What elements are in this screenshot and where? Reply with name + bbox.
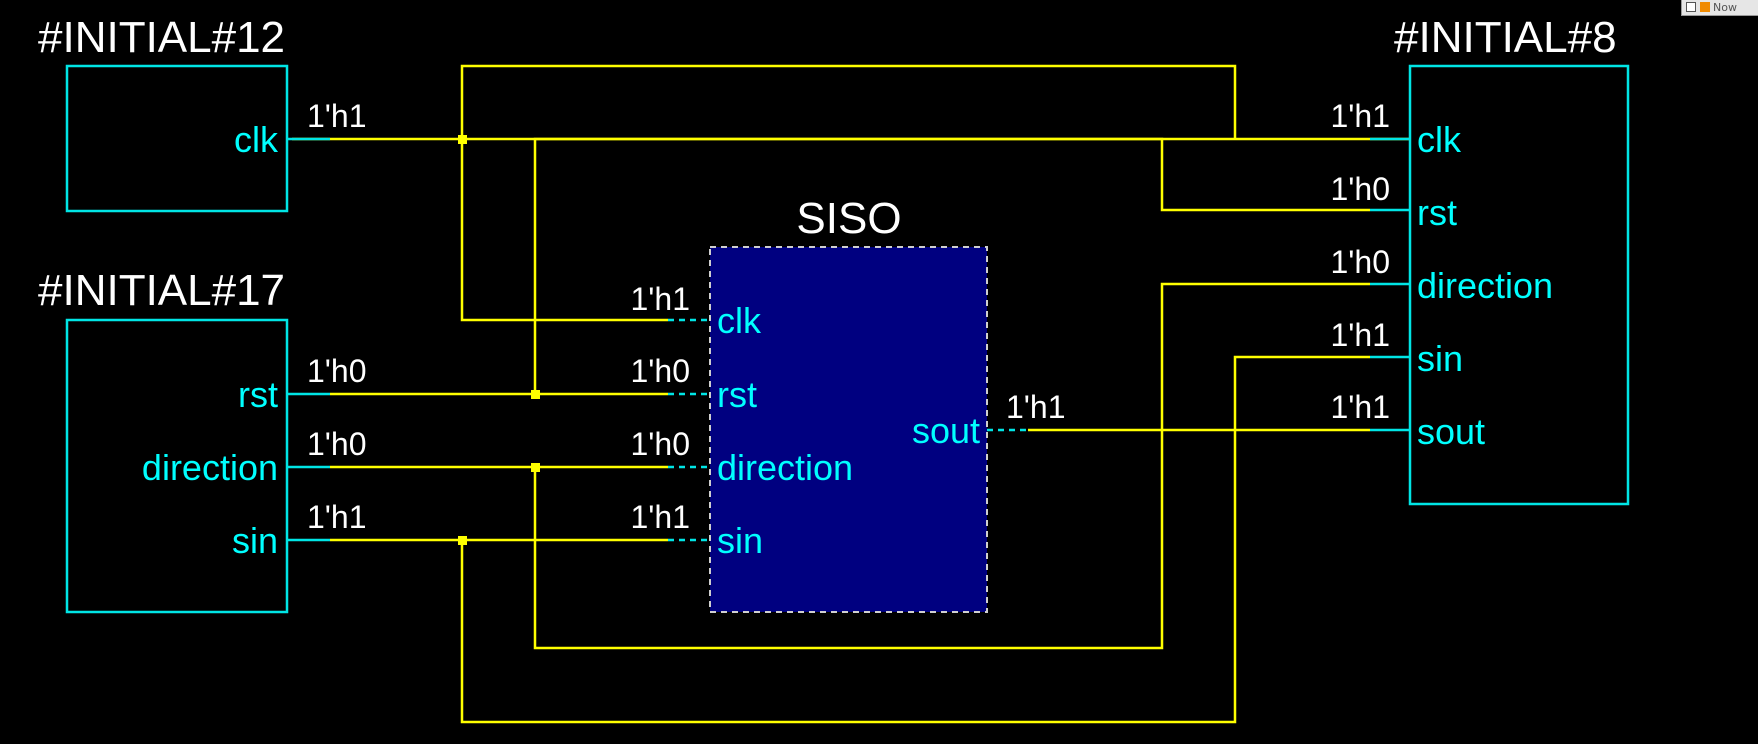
- port-i8-clk-label: clk: [1417, 119, 1462, 160]
- value-siso-rst: 1'h0: [631, 353, 691, 389]
- mini-toolbar: Now: [1681, 0, 1758, 16]
- wire-rst[interactable]: [330, 137, 1370, 396]
- port-i8-sout-label: sout: [1417, 411, 1485, 452]
- value-siso-sin: 1'h1: [631, 499, 691, 535]
- block-siso-body[interactable]: [709, 246, 988, 613]
- port-siso-clk-label: clk: [717, 300, 762, 341]
- value-siso-clk: 1'h1: [631, 281, 691, 317]
- port-siso-sin-label: sin: [717, 520, 763, 561]
- junction-dot: [531, 463, 540, 472]
- value-clk: 1'h1: [307, 98, 367, 134]
- value-i8-clk: 1'h1: [1331, 98, 1391, 134]
- wire-direction[interactable]: [330, 282, 1370, 650]
- wires: [292, 64, 1410, 724]
- value-siso-direction: 1'h0: [631, 426, 691, 462]
- junctions: [458, 135, 540, 545]
- port-siso-direction-label: direction: [717, 447, 853, 488]
- value-direction: 1'h0: [307, 426, 367, 462]
- value-sin: 1'h1: [307, 499, 367, 535]
- block-initial8-title: #INITIAL#8: [1394, 13, 1617, 62]
- block-initial12[interactable]: #INITIAL#12 clk 1'h1: [38, 13, 367, 213]
- value-i8-sout: 1'h1: [1331, 389, 1391, 425]
- orange-square-icon[interactable]: [1700, 2, 1710, 12]
- port-sin-label: sin: [232, 520, 278, 561]
- block-initial8[interactable]: #INITIAL#8 1'h1 clk 1'h0 rst 1'h0 direct…: [1331, 13, 1630, 506]
- wire-sin[interactable]: [330, 355, 1370, 724]
- junction-dot: [531, 390, 540, 399]
- port-siso-sout-label: sout: [912, 410, 980, 451]
- block-initial17-title: #INITIAL#17: [38, 266, 285, 315]
- port-siso-rst-label: rst: [717, 374, 757, 415]
- port-i8-direction-label: direction: [1417, 265, 1553, 306]
- value-i8-sin: 1'h1: [1331, 317, 1391, 353]
- port-i8-sin-label: sin: [1417, 338, 1463, 379]
- block-initial17[interactable]: #INITIAL#17 rst 1'h0 direction 1'h0 sin …: [38, 266, 367, 614]
- port-clk-label: clk: [234, 119, 279, 160]
- value-rst: 1'h0: [307, 353, 367, 389]
- block-siso[interactable]: SISO 1'h1 clk 1'h0 rst 1'h0 direction 1'…: [631, 194, 1066, 613]
- block-initial12-title: #INITIAL#12: [38, 13, 285, 62]
- value-siso-sout: 1'h1: [1006, 389, 1066, 425]
- junction-dot: [458, 536, 467, 545]
- window-icon[interactable]: [1686, 2, 1696, 12]
- port-i8-rst-label: rst: [1417, 192, 1457, 233]
- value-i8-rst: 1'h0: [1331, 171, 1391, 207]
- port-direction-label: direction: [142, 447, 278, 488]
- port-rst-label: rst: [238, 374, 278, 415]
- block-siso-title: SISO: [796, 194, 901, 243]
- toolbar-label: Now: [1713, 1, 1737, 14]
- junction-dot: [458, 135, 467, 144]
- value-i8-direction: 1'h0: [1331, 244, 1391, 280]
